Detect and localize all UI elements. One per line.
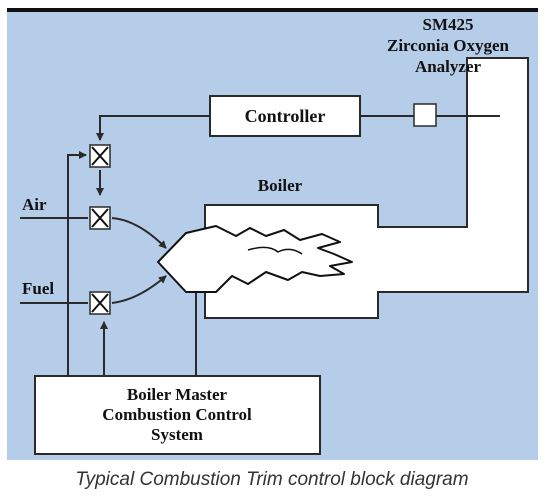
air-damper-valve	[89, 206, 111, 230]
fuel-label: Fuel	[22, 279, 54, 298]
boiler-master-control-block	[34, 375, 321, 455]
controller-block	[209, 95, 361, 137]
master-label-line2: Combustion Control	[102, 405, 252, 424]
fuel-to-burner-line	[111, 275, 167, 304]
controller-label: Controller	[245, 106, 326, 126]
fuel-valve	[89, 291, 111, 315]
trim-valve	[89, 144, 111, 168]
master-feedforward-line	[67, 151, 87, 376]
analyzer-label-line2: Zirconia Oxygen	[387, 36, 510, 55]
air-to-burner-line	[111, 217, 167, 249]
burner-flame-icon	[157, 225, 353, 293]
analyzer-label-line3: Analyzer	[415, 57, 482, 76]
boiler-label: Boiler	[258, 176, 303, 195]
air-label: Air	[22, 195, 47, 214]
flame-tongue-detail	[247, 246, 303, 255]
diagram-caption: Typical Combustion Trim control block di…	[75, 469, 468, 490]
controller-output-line	[96, 115, 210, 141]
analyzer-label-line1: SM425	[423, 15, 474, 34]
master-label-line3: System	[151, 425, 203, 444]
oxygen-analyzer-sensor	[413, 103, 437, 127]
master-label-line1: Boiler Master	[127, 385, 228, 404]
